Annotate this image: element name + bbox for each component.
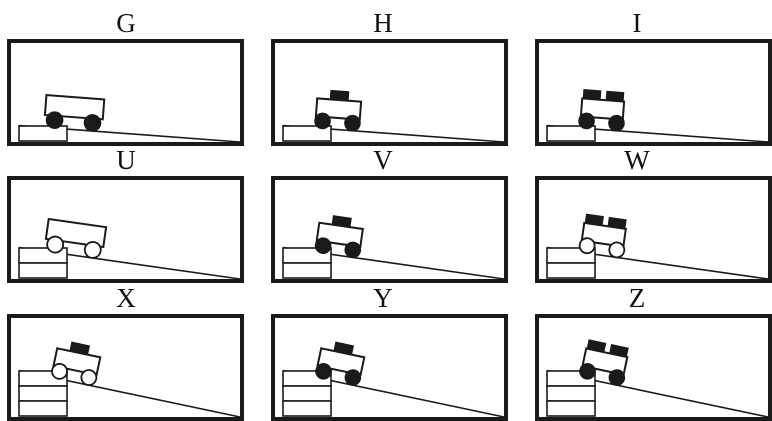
panel-frame [271, 176, 508, 283]
support-block [546, 262, 596, 279]
cart-mass [607, 216, 627, 230]
cart-wheel [314, 112, 331, 130]
cart-wheel [608, 114, 625, 132]
panel-frame [535, 39, 772, 146]
cart [578, 213, 627, 259]
panel-frame [7, 176, 244, 283]
panel-label-u: U [116, 145, 136, 175]
cart-wheel [608, 369, 626, 386]
support-block [282, 125, 332, 142]
support-block [282, 262, 332, 279]
cart-wheel [83, 114, 102, 132]
panel-frame [7, 314, 244, 421]
panel-label-x: X [116, 283, 136, 313]
support-block [546, 400, 596, 417]
cart-mass [582, 89, 602, 101]
panel-label-h: H [373, 8, 393, 38]
cart-wheel [344, 369, 362, 386]
panel-grid: G H I U V W X Y Z [7, 8, 772, 421]
cart-mass [584, 213, 604, 227]
cart [314, 215, 364, 259]
cart [314, 89, 363, 132]
support-block [18, 262, 68, 279]
cart-body [579, 97, 626, 121]
panel-frame [535, 176, 772, 283]
panel-x: X [7, 283, 244, 421]
cart-wheel [344, 114, 361, 132]
cart-wheel [578, 112, 595, 130]
panel-u: U [7, 145, 244, 283]
cart-wheel [315, 363, 332, 380]
cart-wheel [578, 237, 596, 255]
cart-wheel [80, 369, 98, 386]
cart [315, 341, 366, 386]
support-block [546, 385, 596, 402]
support-block [546, 125, 596, 142]
cart-mass [329, 89, 350, 102]
cart [51, 341, 102, 386]
panel-label-y: Y [373, 283, 393, 313]
cart-wheel [46, 235, 65, 254]
support-block [282, 385, 332, 402]
cart [578, 89, 626, 132]
panel-w: W [535, 145, 772, 283]
cart-mass [333, 341, 355, 356]
cart-mass [605, 90, 625, 103]
cart-wheel [83, 241, 102, 259]
cart-mass [69, 341, 91, 356]
panel-label-i: I [633, 8, 642, 38]
cart-mass [586, 339, 607, 353]
cart-wheel [45, 111, 64, 129]
panel-frame [7, 39, 244, 146]
support-block [18, 125, 68, 142]
panel-label-z: Z [629, 283, 646, 313]
support-block [282, 400, 332, 417]
panel-g: G [7, 8, 244, 146]
cart-wheel [579, 363, 596, 380]
panel-h: H [271, 8, 508, 146]
cart-mass [331, 215, 352, 228]
panel-frame [271, 39, 508, 146]
cart [43, 93, 106, 132]
cart [44, 217, 108, 259]
panel-label-w: W [624, 145, 650, 175]
panel-z: Z [535, 283, 772, 421]
cart-wheel [344, 241, 362, 259]
panel-label-g: G [116, 8, 136, 38]
cart-wheel [51, 362, 68, 380]
cart-mass [609, 344, 629, 358]
support-block [18, 400, 68, 417]
panel-frame [535, 314, 772, 421]
panel-frame [271, 314, 508, 421]
cart-wheel [608, 241, 626, 259]
panel-y: Y [271, 283, 508, 421]
panel-i: I [535, 8, 772, 146]
support-block [18, 385, 68, 402]
cart-wheel [314, 237, 332, 254]
cart [579, 339, 629, 386]
panel-label-v: V [373, 145, 393, 175]
panel-v: V [271, 145, 508, 283]
